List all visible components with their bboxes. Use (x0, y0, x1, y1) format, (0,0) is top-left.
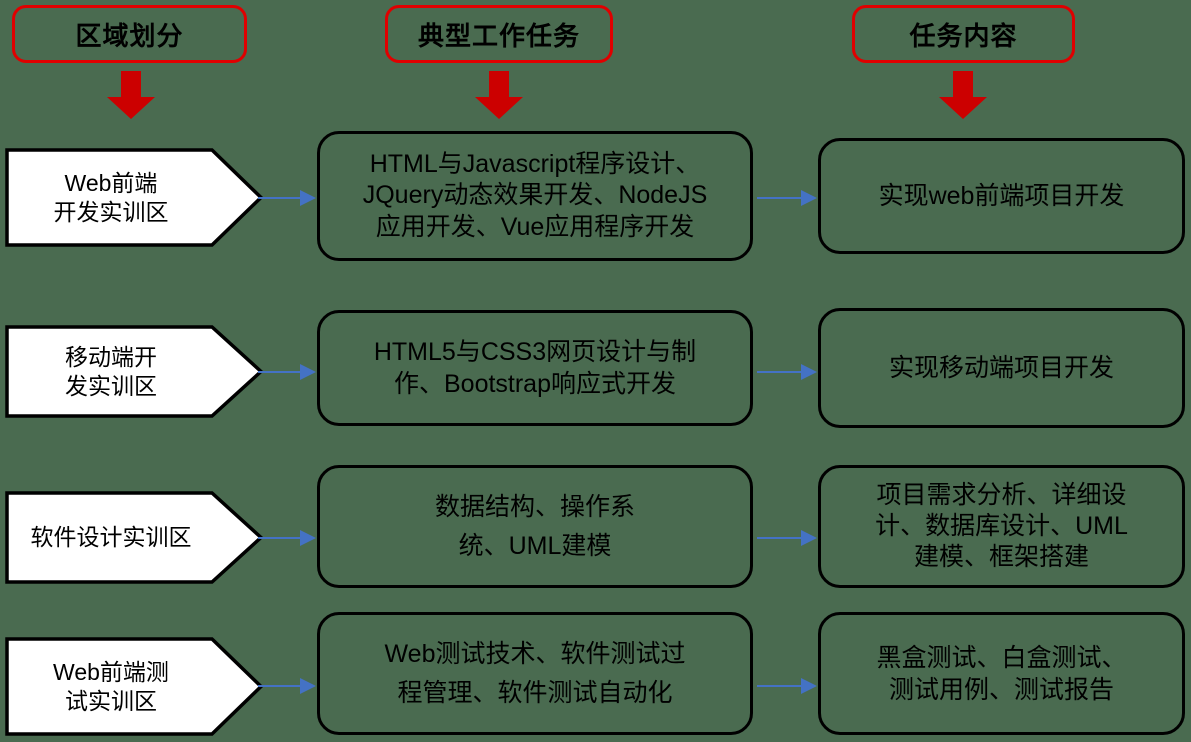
connector-arrow-3b (757, 530, 817, 546)
connector-arrow-2b (757, 364, 817, 380)
content-box-3: 项目需求分析、详细设 计、数据库设计、UML 建模、框架搭建 (818, 465, 1185, 588)
task-box-2: HTML5与CSS3网页设计与制 作、Bootstrap响应式开发 (317, 310, 753, 426)
area-pentagon-3 (5, 491, 263, 584)
header-label-task-content: 任务内容 (909, 20, 1018, 51)
connector-arrow-1b (757, 190, 817, 206)
red-down-arrow-3 (939, 71, 987, 119)
task-text-1: HTML与Javascript程序设计、 JQuery动态效果开发、NodeJS… (362, 150, 708, 241)
task-text-3: 数据结构、操作系 统、UML建模 (434, 492, 635, 560)
area-pentagon-4 (5, 637, 263, 736)
task-box-3: 数据结构、操作系 统、UML建模 (317, 465, 753, 588)
area-pentagon-2 (5, 325, 263, 418)
header-box-task-content: 任务内容 (852, 5, 1075, 63)
content-text-3: 项目需求分析、详细设 计、数据库设计、UML 建模、框架搭建 (875, 480, 1128, 572)
area-pentagon-1 (5, 148, 263, 247)
content-text-2: 实现移动端项目开发 (888, 353, 1114, 382)
content-text-4: 黑盒测试、白盒测试、 测试用例、测试报告 (876, 643, 1127, 704)
connector-arrow-4b (757, 678, 817, 694)
header-box-typical-work-task: 典型工作任务 (385, 5, 613, 63)
task-text-4: Web测试技术、软件测试过 程管理、软件测试自动化 (384, 639, 686, 707)
task-box-1: HTML与Javascript程序设计、 JQuery动态效果开发、NodeJS… (317, 131, 753, 261)
task-box-4: Web测试技术、软件测试过 程管理、软件测试自动化 (317, 612, 753, 735)
content-box-1: 实现web前端项目开发 (818, 138, 1185, 254)
content-text-1: 实现web前端项目开发 (878, 181, 1125, 210)
header-label-area-division: 区域划分 (75, 20, 184, 51)
content-box-4: 黑盒测试、白盒测试、 测试用例、测试报告 (818, 612, 1185, 735)
connector-arrow-2a (258, 364, 316, 380)
red-down-arrow-2 (475, 71, 523, 119)
red-down-arrow-1 (107, 71, 155, 119)
header-label-typical-work-task: 典型工作任务 (417, 20, 580, 51)
connector-arrow-3a (258, 530, 316, 546)
connector-arrow-4a (258, 678, 316, 694)
header-box-area-division: 区域划分 (12, 5, 247, 63)
task-text-2: HTML5与CSS3网页设计与制 作、Bootstrap响应式开发 (373, 337, 697, 399)
connector-arrow-1a (258, 190, 316, 206)
content-box-2: 实现移动端项目开发 (818, 308, 1185, 428)
